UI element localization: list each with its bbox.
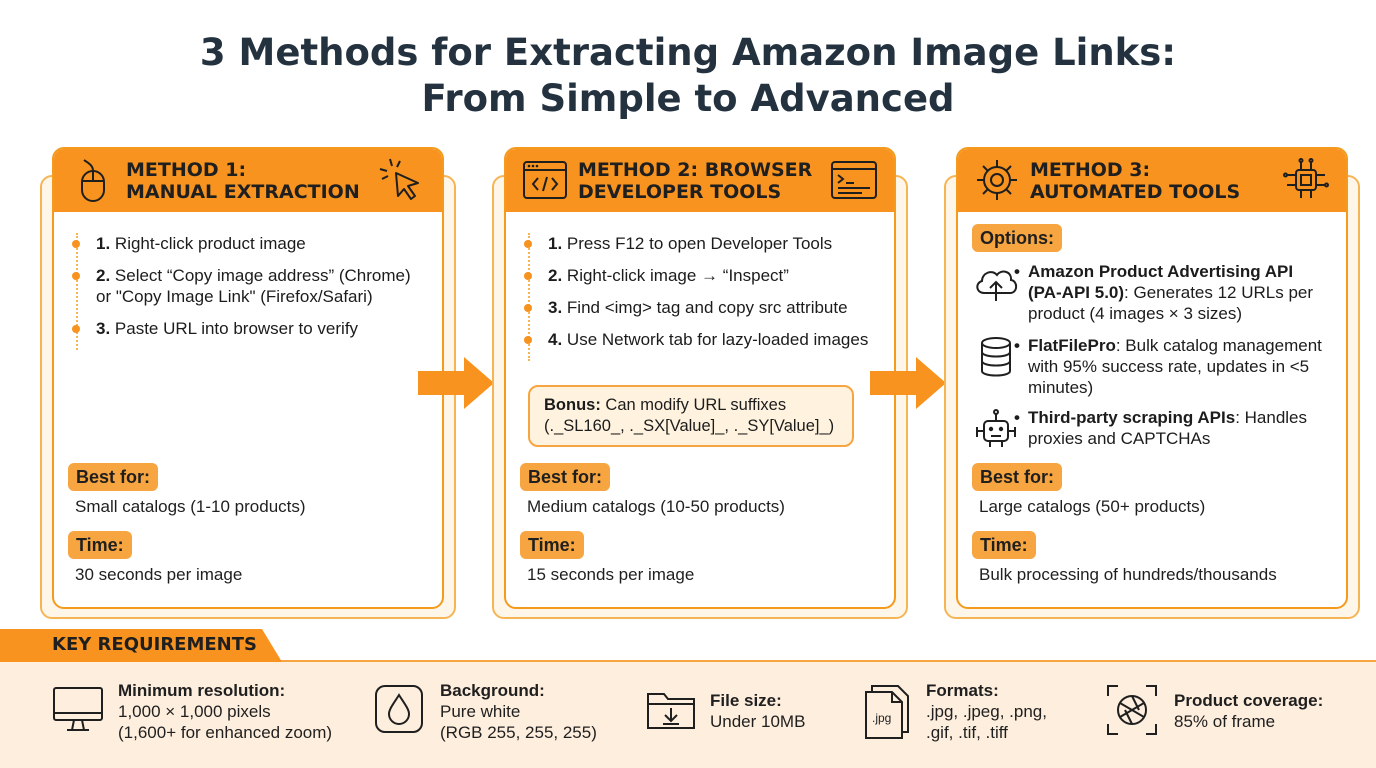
chip-icon: [1283, 158, 1329, 198]
method-2-steps: 1. Press F12 to open Developer Tools 2. …: [524, 233, 873, 361]
best-for-value: Small catalogs (1-10 products): [75, 497, 306, 516]
jpg-file-icon: .jpg: [865, 685, 909, 739]
method-2-card: METHOD 2: BROWSER DEVELOPER TOOLS 1. Pre…: [492, 147, 908, 619]
best-for-label: Best for:: [520, 463, 611, 491]
method-2-header: METHOD 2: BROWSER DEVELOPER TOOLS: [506, 149, 894, 212]
best-for-value: Large catalogs (50+ products): [979, 497, 1206, 516]
list-item: •Amazon Product Advertising API (PA-API …: [972, 261, 1322, 331]
cloud-upload-icon: [976, 270, 1018, 301]
requirements-band: [0, 660, 1376, 768]
list-item: •FlatFilePro: Bulk catalog management wi…: [972, 335, 1322, 405]
method-3-header: METHOD 3: AUTOMATED TOOLS: [958, 149, 1346, 212]
bonus-box: Bonus: Can modify URL suffixes (._SL160_…: [528, 385, 854, 447]
time-value: 15 seconds per image: [527, 565, 695, 584]
list-item: 3. Find <img> tag and copy src attribute: [524, 297, 873, 318]
list-item: 4. Use Network tab for lazy-loaded image…: [524, 329, 873, 350]
requirements-tab: [0, 629, 282, 662]
monitor-icon: [53, 687, 103, 731]
method-1-header: METHOD 1: MANUAL EXTRACTION: [54, 149, 442, 212]
list-item: 1. Right-click product image: [72, 233, 421, 254]
svg-text:.jpg: .jpg: [872, 711, 891, 725]
time-label: Time:: [972, 531, 1036, 559]
time-label: Time:: [520, 531, 584, 559]
method-2-title: METHOD 2: BROWSER DEVELOPER TOOLS: [578, 159, 813, 203]
requirements-title: KEY REQUIREMENTS: [52, 634, 257, 655]
method-3-card: METHOD 3: AUTOMATED TOOLS Options:: [944, 147, 1360, 619]
robot-icon: [976, 409, 1016, 447]
page-title: 3 Methods for Extracting Amazon Image Li…: [0, 30, 1376, 122]
title-line-2: From Simple to Advanced: [421, 77, 955, 120]
time-value: 30 seconds per image: [75, 565, 243, 584]
method-1-title: METHOD 1: MANUAL EXTRACTION: [126, 159, 360, 203]
list-item: 3. Paste URL into browser to verify: [72, 318, 421, 339]
method-3-title: METHOD 3: AUTOMATED TOOLS: [1030, 159, 1241, 203]
time-value: Bulk processing of hundreds/thousands: [979, 565, 1277, 584]
title-line-1: 3 Methods for Extracting Amazon Image Li…: [199, 31, 1177, 74]
code-window-icon: [523, 161, 567, 199]
method-1-steps: 1. Right-click product image 2. Select “…: [72, 233, 421, 350]
best-for-value: Medium catalogs (10-50 products): [527, 497, 785, 516]
folder-download-icon: [647, 693, 695, 729]
arrow-right-icon: [870, 357, 946, 409]
list-item: 1. Press F12 to open Developer Tools: [524, 233, 873, 254]
list-item: •Third-party scraping APIs: Handles prox…: [972, 407, 1322, 477]
mouse-icon: [81, 159, 105, 202]
database-icon: [981, 337, 1011, 377]
camera-aperture-icon: [1107, 685, 1157, 735]
list-item: 2. Select “Copy image address” (Chrome) …: [72, 265, 421, 307]
cursor-click-icon: [379, 158, 419, 200]
time-label: Time:: [68, 531, 132, 559]
best-for-label: Best for:: [68, 463, 159, 491]
gear-icon: [977, 160, 1017, 200]
method-1-card: METHOD 1: MANUAL EXTRACTION 1. Right-cli…: [40, 147, 456, 619]
arrow-right-icon: [418, 357, 494, 409]
options-label: Options:: [972, 224, 1062, 252]
best-for-label: Best for:: [972, 463, 1063, 491]
droplet-icon: [375, 685, 423, 733]
terminal-icon: [831, 161, 877, 199]
list-item: 2. Right-click image → “Inspect”: [524, 265, 873, 286]
